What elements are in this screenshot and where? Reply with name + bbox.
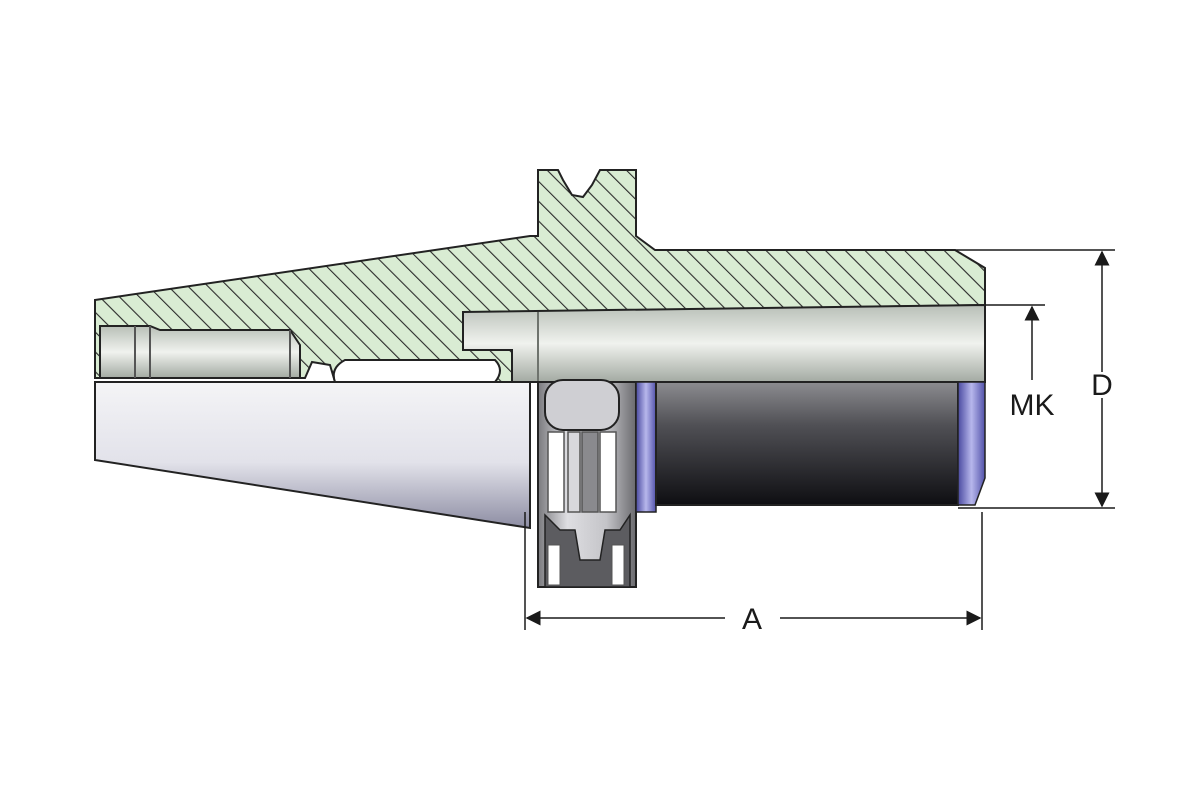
end-sleeve (957, 381, 986, 506)
label-d: D (1091, 369, 1113, 402)
label-mk: MK (1010, 389, 1055, 422)
collar-ring (635, 381, 657, 513)
label-a: A (742, 603, 762, 636)
barrel-body (655, 381, 959, 506)
dimension-mk: MK (985, 304, 1055, 422)
inner-bore (462, 303, 986, 383)
taper-bore-groove (99, 325, 301, 379)
cross-hole (332, 359, 501, 383)
dimension-d: D (955, 249, 1115, 509)
taper-shank (94, 381, 531, 530)
dimension-a: A (524, 512, 983, 636)
flange (537, 379, 637, 588)
